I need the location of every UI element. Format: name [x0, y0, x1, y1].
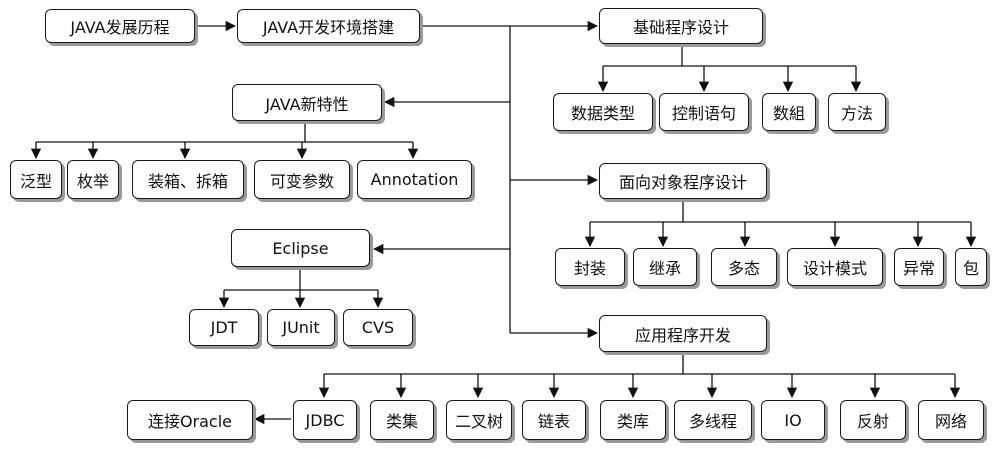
node-reflection: 反射	[840, 400, 906, 440]
node-network: 网络	[918, 400, 984, 440]
node-packages: 包	[955, 248, 987, 286]
node-exceptions: 异常	[894, 248, 944, 286]
node-collections: 类集	[370, 400, 434, 440]
node-linked-list: 链表	[522, 400, 586, 440]
node-boxing: 装箱、拆箱	[132, 160, 244, 199]
node-io: IO	[761, 400, 825, 440]
node-class-library: 类库	[600, 400, 666, 440]
node-junit: JUnit	[267, 309, 335, 346]
node-binary-tree: 二叉树	[446, 400, 512, 440]
node-enum: 枚举	[67, 160, 119, 199]
node-java-env: JAVA开发环境搭建	[237, 9, 420, 43]
node-basic: 基础程序设计	[599, 8, 763, 44]
node-jdbc: JDBC	[293, 400, 357, 440]
node-new-features: JAVA新特性	[232, 84, 382, 121]
node-threads: 多线程	[674, 400, 752, 440]
node-generics: 泛型	[10, 160, 62, 199]
node-app-dev: 应用程序开发	[599, 315, 767, 352]
node-inheritance: 继承	[633, 248, 697, 286]
node-polymorphism: 多态	[711, 248, 777, 286]
node-cvs: CVS	[343, 309, 413, 346]
node-jdt: JDT	[189, 309, 259, 346]
node-methods: 方法	[828, 93, 886, 131]
node-java-history: JAVA发展历程	[45, 9, 195, 43]
node-encapsulation: 封装	[555, 248, 625, 286]
node-control: 控制语句	[659, 93, 749, 131]
node-patterns: 设计模式	[787, 248, 883, 286]
node-connect-oracle: 连接Oracle	[127, 400, 253, 440]
node-varargs: 可变参数	[254, 160, 350, 199]
node-eclipse: Eclipse	[231, 229, 370, 267]
node-arrays: 数組	[762, 93, 816, 131]
node-oop: 面向对象程序设计	[599, 163, 767, 199]
node-annotation: Annotation	[357, 160, 472, 199]
node-data-types: 数据类型	[553, 93, 653, 131]
